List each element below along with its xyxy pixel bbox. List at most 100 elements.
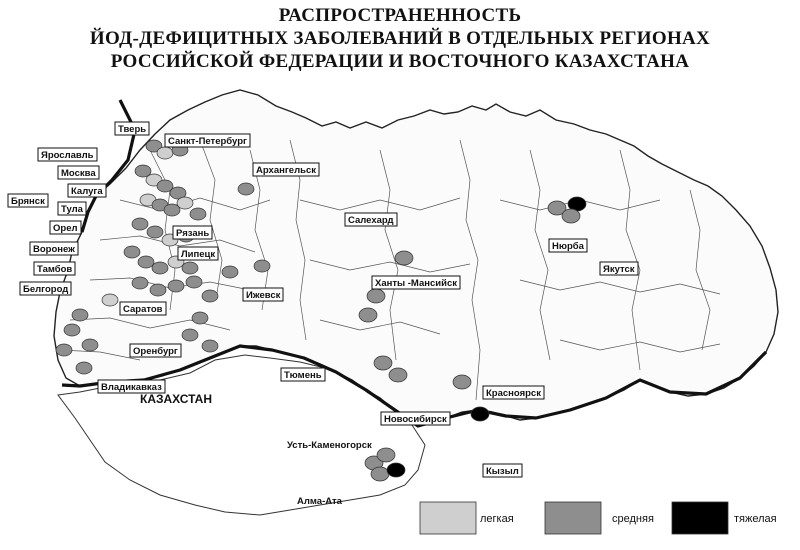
label-kazakhstan: КАЗАХСТАН [140,392,212,406]
marker-light [176,196,194,210]
marker-medium [189,207,207,221]
title-line-2: ЙОД-ДЕФИЦИТНЫХ ЗАБОЛЕВАНИЙ В ОТДЕЛЬНЫХ Р… [90,27,710,49]
svg-text:Владикавказ: Владикавказ [101,382,162,393]
label-tyumen: Тюмень [280,367,326,382]
label-yakutsk: Якутск [599,261,639,276]
svg-text:Ярославль: Ярославль [41,150,94,161]
marker-medium [388,367,408,383]
svg-text:Москва: Москва [61,168,96,179]
marker-medium [75,361,93,375]
marker-medium [169,186,187,200]
marker-medium [63,323,81,337]
label-izhevsk: Ижевск [242,287,284,302]
marker-medium [561,208,581,224]
marker-medium [167,279,185,293]
marker-medium [123,245,141,259]
marker-light [156,146,174,160]
legend-label-light: легкая [480,513,514,525]
svg-text:Красноярск: Красноярск [486,388,541,399]
label-arkhangelsk: Архангельск [252,162,320,177]
legend-swatch-light [419,501,477,535]
svg-text:Санкт-Петербург: Санкт-Петербург [168,136,247,147]
label-novosibirsk: Новосибирск [380,411,451,426]
svg-text:Якутск: Якутск [603,264,635,275]
legend-label-severe: тяжелая [734,513,777,525]
marker-medium [55,343,73,357]
label-nyurba: Нюрба [548,238,588,253]
marker-medium [366,288,386,304]
label-orenburg: Оренбург [129,343,182,358]
marker-medium [370,466,390,482]
label-ryazan: Рязань [172,225,213,240]
svg-text:Воронеж: Воронеж [33,244,75,255]
marker-medium [181,261,199,275]
svg-text:Салехард: Салехард [348,215,394,226]
label-tambov: Тамбов [33,261,76,276]
marker-severe [386,462,406,478]
marker-medium [547,200,567,216]
label-ust-kamenogorsk: Усть-Каменогорск [287,440,372,451]
title-line-3: РОССИЙСКОЙ ФЕДЕРАЦИИ И ВОСТОЧНОГО КАЗАХС… [111,50,690,72]
label-bryansk: Брянск [7,193,49,208]
marker-medium [131,276,149,290]
marker-severe [470,406,490,422]
label-vladikavkaz: Владикавказ [97,379,166,394]
svg-text:Новосибирск: Новосибирск [384,414,447,425]
legend-swatch-medium [544,501,602,535]
label-saratov: Саратов [119,301,167,316]
marker-medium [237,182,255,196]
svg-text:Ханты -Мансийск: Ханты -Мансийск [375,278,457,289]
label-tula: Тула [57,201,87,216]
label-st-petersburg: Санкт-Петербург [164,133,251,148]
marker-medium [201,289,219,303]
label-kaluga: Калуга [67,183,107,198]
svg-text:Рязань: Рязань [176,228,209,239]
label-yaroslavl: Ярославль [37,147,98,162]
svg-text:Липецк: Липецк [181,249,215,260]
svg-text:Архангельск: Архангельск [256,165,316,176]
kazakhstan-outline [57,354,426,516]
legend: легкая средняя тяжелая [419,501,777,535]
label-tver: Тверь [114,121,150,136]
marker-medium [181,328,199,342]
label-kyzyl: Кызыл [482,463,523,478]
region-labels: Тверь Санкт-Петербург Ярославль Москва К… [7,121,639,478]
marker-medium [191,311,209,325]
label-moscow: Москва [57,165,100,180]
label-salekhard: Салехард [344,212,398,227]
marker-medium [221,265,239,279]
marker-medium [149,283,167,297]
svg-text:Белгород: Белгород [23,284,68,295]
title-line-1: РАСПРОСТРАНЕННОСТЬ [279,5,522,26]
marker-medium [81,338,99,352]
svg-text:Оренбург: Оренбург [133,346,178,357]
marker-light [101,293,119,307]
legend-label-medium: средняя [612,513,654,525]
marker-medium [373,355,393,371]
svg-text:Брянск: Брянск [11,196,45,207]
marker-medium [146,225,164,239]
marker-medium [163,203,181,217]
svg-text:Тюмень: Тюмень [284,370,322,381]
marker-medium [151,261,169,275]
svg-text:Калуга: Калуга [71,186,103,197]
svg-text:Кызыл: Кызыл [486,466,519,477]
marker-medium [145,139,163,153]
svg-text:Тула: Тула [61,204,84,215]
marker-medium [156,179,174,193]
svg-text:Тверь: Тверь [118,124,146,135]
legend-swatch-severe [671,501,729,535]
label-voronezh: Воронеж [29,241,79,256]
marker-medium [376,447,396,463]
svg-text:Орел: Орел [53,223,78,234]
marker-medium [201,339,219,353]
label-lipetsk: Липецк [177,246,219,261]
svg-text:Саратов: Саратов [123,304,163,315]
label-krasnoyarsk: Красноярск [482,385,545,400]
label-belgorod: Белгород [19,281,72,296]
prevalence-markers [55,139,587,482]
marker-medium [452,374,472,390]
svg-text:Тамбов: Тамбов [37,264,72,275]
svg-text:Нюрба: Нюрба [552,241,585,252]
marker-medium [71,308,89,322]
